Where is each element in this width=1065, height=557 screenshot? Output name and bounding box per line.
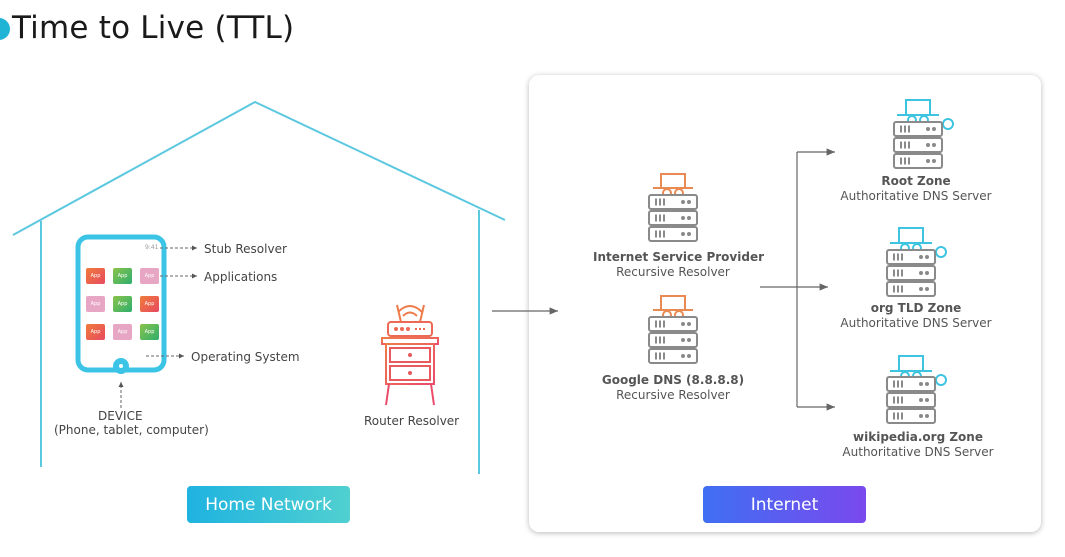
device-types-label: (Phone, tablet, computer): [54, 423, 209, 437]
app-tile: App: [86, 296, 105, 312]
app-tile: App: [113, 324, 132, 340]
operating-system-label: Operating System: [191, 350, 300, 364]
google-dns-type: Recursive Resolver: [616, 388, 730, 402]
app-tile: App: [86, 268, 105, 284]
google-dns-server-icon: [648, 295, 698, 364]
isp-title: Internet Service Provider: [593, 250, 764, 264]
title-bullet-icon: [0, 18, 10, 40]
router-icon: [381, 304, 439, 406]
app-tile: App: [86, 324, 105, 340]
org-tld-title: org TLD Zone: [870, 301, 962, 315]
device-label: DEVICE: [98, 409, 143, 423]
wikipedia-zone-title: wikipedia.org Zone: [853, 430, 983, 444]
app-tile: App: [140, 324, 159, 340]
wikipedia-zone-server-icon: [886, 355, 947, 424]
isp-server-icon: [648, 173, 698, 242]
wikipedia-zone-type: Authoritative DNS Server: [842, 445, 994, 459]
app-tile: App: [113, 296, 132, 312]
house-roof: [12, 100, 506, 236]
root-zone-server-icon: [893, 99, 954, 169]
app-tile: App: [140, 268, 159, 284]
home-network-button[interactable]: Home Network: [187, 486, 350, 523]
internet-panel: [529, 75, 1041, 532]
google-dns-title: Google DNS (8.8.8.8): [601, 373, 745, 387]
org-tld-type: Authoritative DNS Server: [840, 316, 992, 330]
org-tld-server-icon: [886, 227, 947, 297]
isp-type: Recursive Resolver: [616, 265, 730, 279]
svg-text:9:41: 9:41: [145, 244, 159, 251]
router-resolver-label: Router Resolver: [364, 414, 460, 428]
app-tile: App: [113, 268, 132, 284]
applications-label: Applications: [204, 270, 278, 284]
root-zone-type: Authoritative DNS Server: [840, 189, 992, 203]
stub-resolver-label: Stub Resolver: [204, 242, 287, 256]
app-tile: App: [140, 296, 159, 312]
internet-button[interactable]: Internet: [703, 486, 866, 523]
root-zone-title: Root Zone: [881, 174, 951, 188]
page-title: Time to Live (TTL): [12, 10, 295, 46]
resolver-branch-arrows: [760, 148, 835, 411]
